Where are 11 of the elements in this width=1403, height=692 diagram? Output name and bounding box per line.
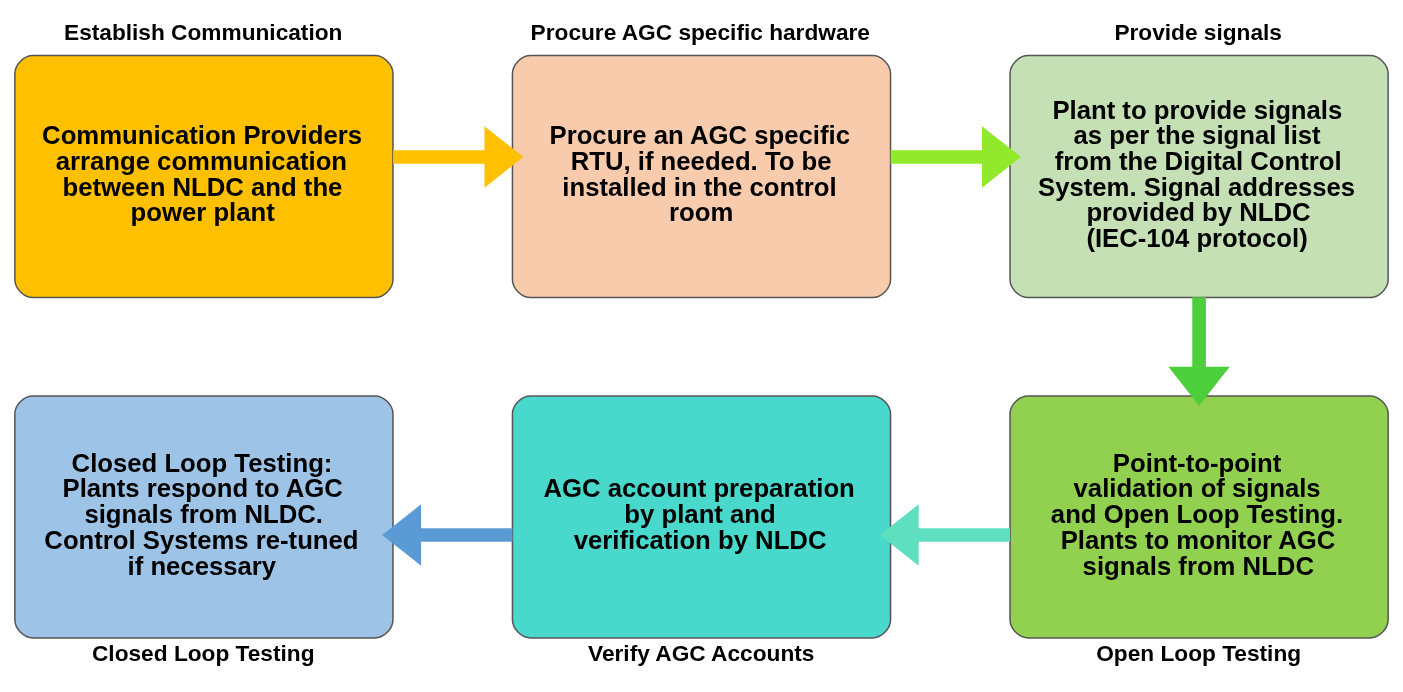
- node-label: Closed Loop Testing: [92, 639, 315, 666]
- arrow: [382, 504, 513, 566]
- node-label: Provide signals: [1114, 19, 1282, 46]
- node-label: Verify AGC Accounts: [588, 639, 815, 666]
- arrow: [1168, 297, 1230, 406]
- arrow: [879, 504, 1010, 566]
- node-label: Establish Communication: [64, 19, 343, 46]
- arrow: [393, 126, 524, 188]
- node-label: Open Loop Testing: [1096, 639, 1302, 666]
- arrow: [890, 126, 1022, 188]
- node-label: Procure AGC specific hardware: [530, 19, 870, 46]
